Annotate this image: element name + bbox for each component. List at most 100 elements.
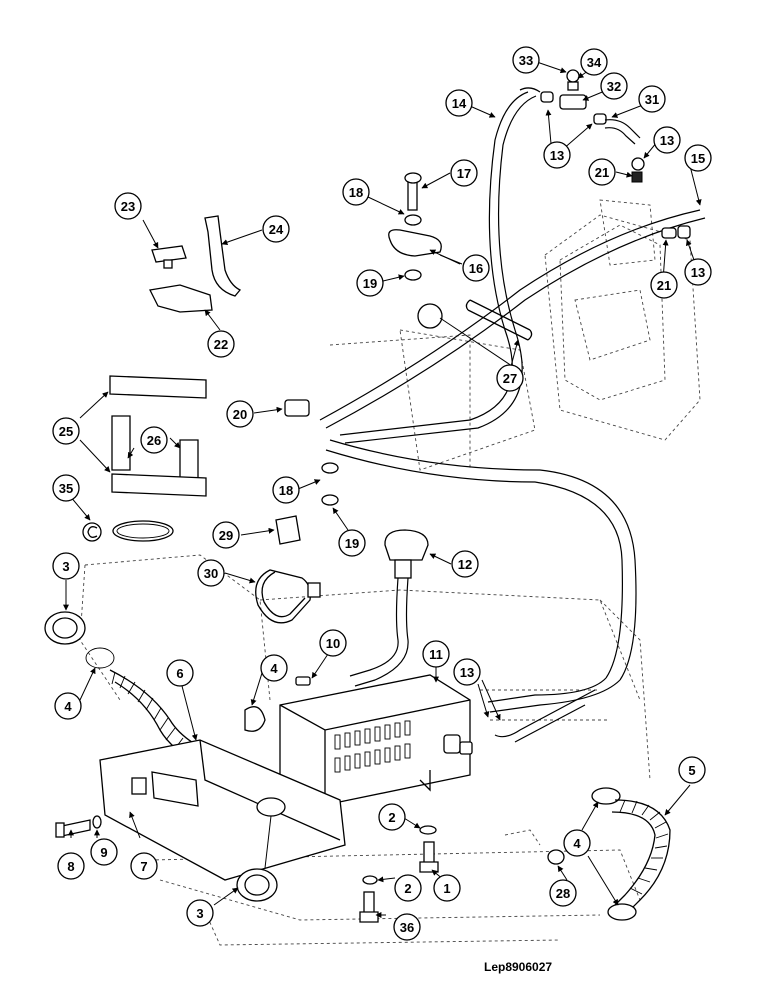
svg-text:26: 26 xyxy=(147,433,161,448)
svg-text:27: 27 xyxy=(503,371,517,386)
callout-3-lower: 3 xyxy=(186,899,214,927)
lower-vent xyxy=(236,868,278,902)
callout-24: 24 xyxy=(262,215,290,243)
svg-text:3: 3 xyxy=(196,906,203,921)
callout-13-right-upper: 13 xyxy=(653,126,681,154)
svg-text:19: 19 xyxy=(363,276,377,291)
callout-9: 9 xyxy=(90,838,118,866)
svg-text:4: 4 xyxy=(573,836,581,851)
svg-text:9: 9 xyxy=(100,845,107,860)
svg-text:21: 21 xyxy=(595,165,609,180)
svg-text:6: 6 xyxy=(176,666,183,681)
hose-clamp-assembly xyxy=(388,172,442,281)
svg-text:31: 31 xyxy=(645,92,659,107)
svg-text:35: 35 xyxy=(59,481,73,496)
bracket-parts xyxy=(149,215,242,313)
callout-4-mid: 4 xyxy=(260,654,288,682)
svg-text:8: 8 xyxy=(67,859,74,874)
callout-10: 10 xyxy=(319,629,347,657)
hose-sleeve xyxy=(465,299,533,341)
svg-text:23: 23 xyxy=(121,199,135,214)
svg-text:1: 1 xyxy=(443,881,450,896)
callout-32: 32 xyxy=(600,72,628,100)
callout-12: 12 xyxy=(451,550,479,578)
svg-text:4: 4 xyxy=(64,699,72,714)
callout-23: 23 xyxy=(114,192,142,220)
callout-34: 34 xyxy=(580,48,608,76)
svg-text:29: 29 xyxy=(219,528,233,543)
svg-text:18: 18 xyxy=(279,483,293,498)
svg-text:12: 12 xyxy=(458,557,472,572)
callouts: 1 2 2 3 3 4 4 4 5 6 7 8 9 10 11 12 13 13… xyxy=(52,46,712,941)
filler-cap-assembly xyxy=(349,529,429,687)
svg-text:11: 11 xyxy=(429,647,443,662)
svg-text:2: 2 xyxy=(404,881,411,896)
callout-4-right: 4 xyxy=(563,829,591,857)
svg-text:13: 13 xyxy=(460,665,474,680)
callout-28: 28 xyxy=(549,879,577,907)
callout-35: 35 xyxy=(52,474,80,502)
callout-3-upper: 3 xyxy=(52,552,80,580)
callout-19-upper: 19 xyxy=(356,269,384,297)
callout-2-lower: 2 xyxy=(394,874,422,902)
svg-text:30: 30 xyxy=(204,566,218,581)
callout-26: 26 xyxy=(140,426,168,454)
callout-19-lower: 19 xyxy=(338,529,366,557)
svg-text:24: 24 xyxy=(269,222,284,237)
c-clip xyxy=(82,522,102,542)
pads xyxy=(109,375,207,497)
svg-text:13: 13 xyxy=(691,265,705,280)
callout-4-left: 4 xyxy=(54,692,82,720)
callout-33: 33 xyxy=(512,46,540,74)
bolts-lower xyxy=(359,825,439,923)
callout-13-top: 13 xyxy=(543,141,571,169)
drawing-reference: Lep8906027 xyxy=(484,960,552,974)
leader-lines xyxy=(63,59,702,918)
callout-36: 36 xyxy=(393,913,421,941)
callout-16: 16 xyxy=(462,254,490,282)
svg-text:10: 10 xyxy=(326,636,340,651)
callout-7: 7 xyxy=(130,852,158,880)
left-duct xyxy=(44,611,266,773)
cover-panel xyxy=(99,739,346,881)
svg-text:7: 7 xyxy=(140,859,147,874)
svg-text:16: 16 xyxy=(469,261,483,276)
callout-22: 22 xyxy=(207,330,235,358)
callout-18-upper: 18 xyxy=(342,178,370,206)
svg-text:13: 13 xyxy=(660,133,674,148)
callout-11: 11 xyxy=(422,640,450,668)
callout-18-lower: 18 xyxy=(272,476,300,504)
svg-text:3: 3 xyxy=(62,559,69,574)
small-clips xyxy=(275,303,443,545)
callout-13-right-lower: 13 xyxy=(684,258,712,286)
svg-text:4: 4 xyxy=(270,661,278,676)
top-fittings xyxy=(519,69,691,239)
callout-1: 1 xyxy=(433,874,461,902)
svg-text:17: 17 xyxy=(457,166,471,181)
svg-text:18: 18 xyxy=(349,185,363,200)
callout-2-upper: 2 xyxy=(378,803,406,831)
callout-15: 15 xyxy=(684,144,712,172)
snap-ring xyxy=(112,520,174,542)
svg-text:33: 33 xyxy=(519,53,533,68)
callout-6: 6 xyxy=(166,659,194,687)
callout-5: 5 xyxy=(678,756,706,784)
svg-text:20: 20 xyxy=(233,407,247,422)
svg-text:28: 28 xyxy=(556,886,570,901)
svg-text:13: 13 xyxy=(550,148,564,163)
callout-21-lower: 21 xyxy=(650,271,678,299)
svg-text:5: 5 xyxy=(688,763,695,778)
svg-text:15: 15 xyxy=(691,151,705,166)
svg-text:2: 2 xyxy=(388,810,395,825)
callout-30: 30 xyxy=(197,559,225,587)
callout-13-heater: 13 xyxy=(453,658,481,686)
callout-25: 25 xyxy=(52,417,80,445)
svg-text:36: 36 xyxy=(400,920,414,935)
band-clamp xyxy=(255,569,321,624)
callout-31: 31 xyxy=(638,85,666,113)
callout-27: 27 xyxy=(496,364,524,392)
callout-17: 17 xyxy=(450,159,478,187)
svg-text:22: 22 xyxy=(214,337,228,352)
heater-hoses xyxy=(319,91,706,743)
